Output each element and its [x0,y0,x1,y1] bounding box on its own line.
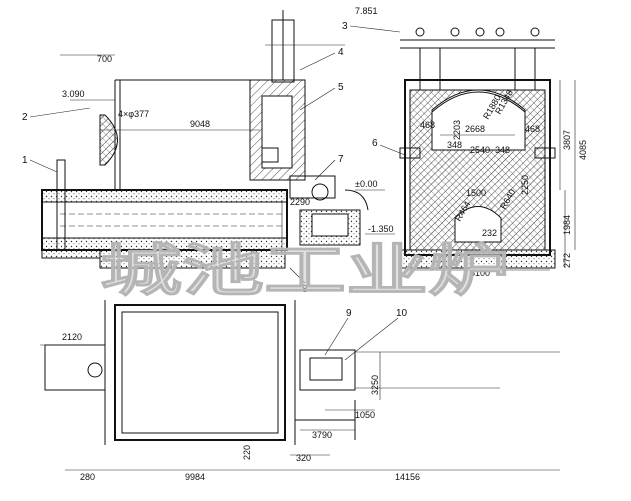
elev-1350: -1.350 [368,224,394,234]
dim-2668: 2668 [465,124,485,134]
plan-burner-inner [309,357,343,381]
dim-232: 232 [482,228,497,238]
part-label-9: 9 [346,308,352,319]
dim-2120: 2120 [62,332,82,342]
dim-2203: 2203 [452,120,462,140]
flue-stack-inner [261,95,293,169]
elev-000: ±0.00 [355,179,377,189]
dim-320: 320 [296,453,311,463]
dim-700: 700 [97,54,112,64]
dim-1984: 1984 [562,215,572,235]
dim-2290: 2290 [290,197,310,207]
section-base [399,249,556,269]
plan-furnace-inner [121,311,279,434]
burner-gear [261,147,279,163]
dim-468-right: 468 [525,124,540,134]
part-label-3: 3 [342,21,348,32]
dim-4x377: 4×φ377 [118,109,149,119]
fan-box [289,175,336,199]
plan-charging-unit [44,344,106,391]
dim-9984: 9984 [185,472,205,482]
part-label-4: 4 [338,47,344,58]
dim-348-left: 348 [447,140,462,150]
dim-2250: 2250 [520,175,530,195]
plan-charging-port [87,362,103,378]
elev-7851: 7.851 [355,6,378,16]
pit-inner [311,213,349,237]
dim-1050: 1050 [355,410,375,420]
part-label-5: 5 [338,82,344,93]
arch-chamber [431,91,526,151]
cross-section-view [399,27,576,271]
part-label-1: 1 [22,155,28,166]
part-label-7: 7 [338,154,344,165]
dim-1500: 1500 [466,188,486,198]
burner-head [99,114,118,166]
part-leaders [29,25,406,361]
part-label-6: 6 [372,138,378,149]
furnace-lining [41,189,288,203]
dim-280: 280 [80,472,95,482]
fan-wheel [311,183,329,201]
charging-pipe [56,159,66,251]
dim-272: 272 [562,253,572,268]
plan-view [40,300,560,471]
dim-468-left: 468 [420,120,435,130]
dim-14156: 14156 [395,472,420,482]
dim-3790: 3790 [312,430,332,440]
dim-220: 220 [242,445,252,460]
plan-furnace-body [114,304,286,441]
elev-3090: 3.090 [62,89,85,99]
part-label-10: 10 [396,308,408,319]
dim-3250: 3250 [370,375,380,395]
foundation [99,249,286,269]
dim-9048: 9048 [190,119,210,129]
dim-4085: 4085 [578,140,588,160]
dim-348-right: 348 [495,145,510,155]
dim-5100: 5100 [470,268,490,278]
plan-burner-assembly [299,349,356,391]
part-label-8: 8 [302,284,308,295]
lower-chamber [454,206,502,243]
dim-2540: 2540 [470,145,490,155]
dim-3807: 3807 [562,130,572,150]
side-elevation-view [41,10,395,269]
watermark-text: 城池工业炉 [100,239,510,304]
foundation-left [41,249,101,259]
part-label-2: 2 [22,112,28,123]
